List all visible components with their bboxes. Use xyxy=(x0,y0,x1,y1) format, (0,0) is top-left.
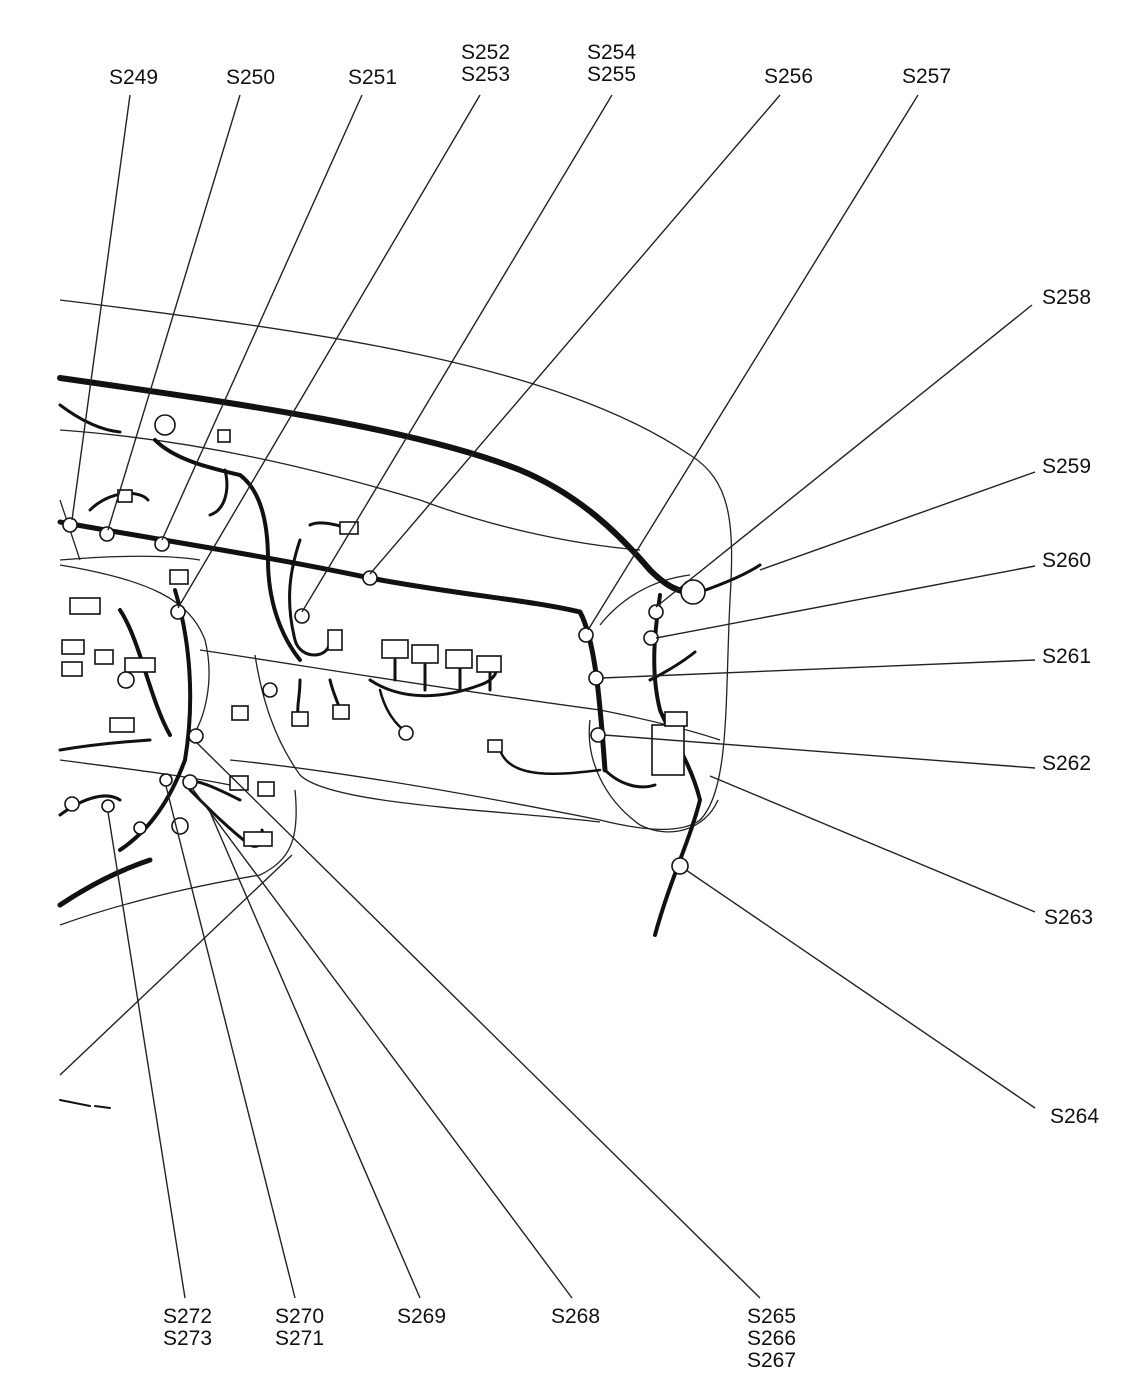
callout-s260: S260 xyxy=(1042,550,1091,572)
splice-s249 xyxy=(62,517,78,533)
callout-s270-s271: S270 S271 xyxy=(275,1306,324,1350)
callout-s252-s253: S252 S253 xyxy=(461,42,510,86)
splice-s272 xyxy=(101,799,115,813)
splice-s254 xyxy=(294,608,310,624)
splice-s250 xyxy=(99,526,115,542)
callout-s264: S264 xyxy=(1050,1106,1099,1128)
callout-s270-line-2: S271 xyxy=(275,1327,325,1350)
leader-s268 xyxy=(191,787,573,1299)
leader-s270 xyxy=(165,785,296,1299)
splice-s258 xyxy=(648,604,664,620)
splice-s257 xyxy=(578,627,594,643)
leader-s263 xyxy=(709,775,1036,913)
splice-s270 xyxy=(159,773,173,787)
leader-s269 xyxy=(209,811,421,1299)
leader-s250 xyxy=(107,94,241,531)
callout-s265-line-3: S267 xyxy=(747,1349,797,1372)
leader-s272 xyxy=(107,811,186,1299)
splice-s264 xyxy=(671,857,689,875)
leader-s264 xyxy=(685,869,1036,1109)
splice-s256 xyxy=(362,570,378,586)
callout-s258-line-1: S258 xyxy=(1042,286,1092,309)
splice-s262 xyxy=(590,727,606,743)
callout-s272-line-1: S272 xyxy=(163,1305,213,1328)
callout-s252-line-1: S252 xyxy=(461,41,511,64)
callout-s263: S263 xyxy=(1044,907,1093,929)
leader-s261 xyxy=(601,659,1036,679)
callout-s251: S251 xyxy=(348,67,397,89)
splice-markers xyxy=(62,517,689,875)
leader-lines xyxy=(59,94,1036,1299)
callout-s265-line-2: S266 xyxy=(747,1327,797,1350)
callout-s261: S261 xyxy=(1042,646,1091,668)
callout-s269-line-1: S269 xyxy=(397,1305,447,1328)
callout-s272-s273: S272 S273 xyxy=(163,1306,212,1350)
callout-s257: S257 xyxy=(902,66,951,88)
callout-s252-line-2: S253 xyxy=(461,63,511,86)
leader-s257 xyxy=(587,94,919,631)
leader-s251 xyxy=(161,94,363,541)
callout-s264-line-1: S264 xyxy=(1050,1105,1100,1128)
callout-s262: S262 xyxy=(1042,753,1091,775)
connectors xyxy=(61,414,706,847)
leader-s254 xyxy=(301,94,613,613)
leader-s249 xyxy=(71,94,131,521)
callout-s256-line-1: S256 xyxy=(764,65,814,88)
callout-s257-line-1: S257 xyxy=(902,65,952,88)
callout-s256: S256 xyxy=(764,66,813,88)
splice-s265 xyxy=(188,728,204,744)
callout-s265-s266-s267: S265 S266 S267 xyxy=(747,1306,796,1372)
callout-s251-line-1: S251 xyxy=(348,66,398,89)
leader-s260 xyxy=(655,565,1036,639)
callout-s249: S249 xyxy=(109,67,158,89)
leader-s265 xyxy=(195,741,761,1299)
callout-s259: S259 xyxy=(1042,456,1091,478)
callout-s254-line-2: S255 xyxy=(587,63,637,86)
callout-s250-line-1: S250 xyxy=(226,66,276,89)
leader-lower-left xyxy=(59,854,293,1076)
callout-s258: S258 xyxy=(1042,287,1091,309)
callout-s261-line-1: S261 xyxy=(1042,645,1092,668)
callout-s268-line-1: S268 xyxy=(551,1305,601,1328)
leader-s256 xyxy=(369,94,781,575)
callout-s260-line-1: S260 xyxy=(1042,549,1092,572)
callout-s262-line-1: S262 xyxy=(1042,752,1092,775)
splice-s251 xyxy=(154,536,170,552)
callout-s270-line-1: S270 xyxy=(275,1305,325,1328)
callout-s259-line-1: S259 xyxy=(1042,455,1092,478)
callout-s263-line-1: S263 xyxy=(1044,906,1094,929)
splice-s252 xyxy=(170,604,186,620)
callout-s250: S250 xyxy=(226,67,275,89)
callout-s272-line-2: S273 xyxy=(163,1327,213,1350)
splice-s261 xyxy=(588,670,604,686)
callout-s268: S268 xyxy=(551,1306,600,1328)
callout-s265-line-1: S265 xyxy=(747,1305,797,1328)
leader-s259 xyxy=(759,471,1036,571)
leader-s262 xyxy=(603,734,1036,769)
leader-s252 xyxy=(177,94,481,609)
leader-s258 xyxy=(655,304,1033,608)
callout-s249-line-1: S249 xyxy=(109,66,159,89)
splice-s268 xyxy=(182,774,198,790)
callout-s254-s255: S254 S255 xyxy=(587,42,636,86)
callout-s269: S269 xyxy=(397,1306,446,1328)
splice-s260 xyxy=(643,630,659,646)
callout-s254-line-1: S254 xyxy=(587,41,637,64)
